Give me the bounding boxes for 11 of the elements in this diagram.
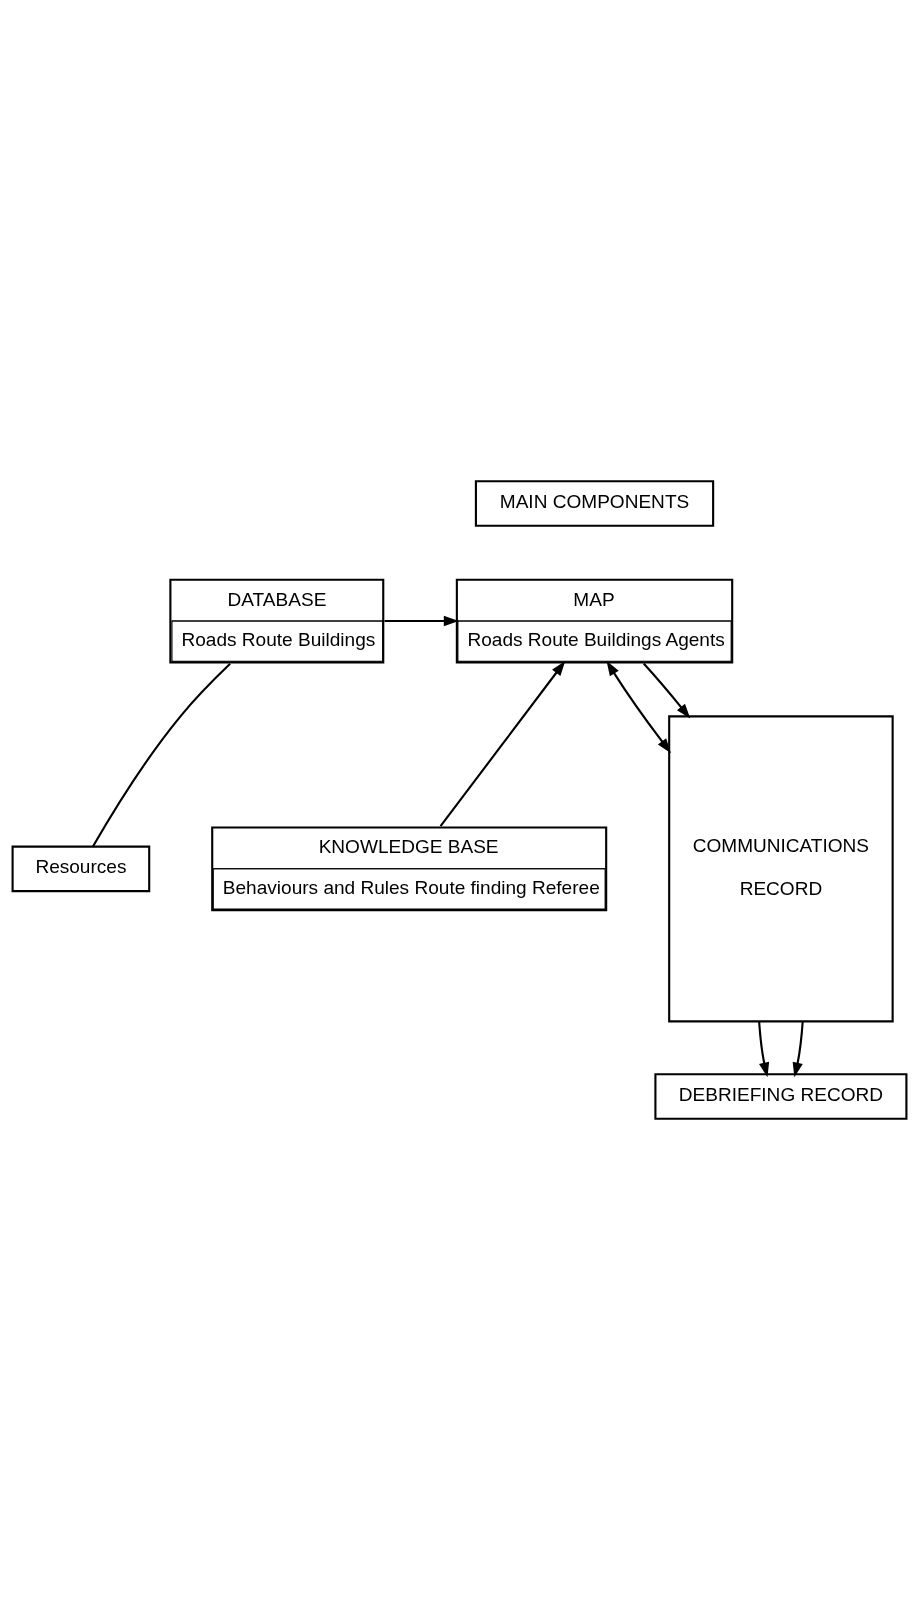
node-box: MAIN COMPONENTS xyxy=(474,480,715,527)
arrow xyxy=(606,660,671,754)
node-box: DEBRIEFING RECORD xyxy=(654,1073,908,1120)
node-box: COMMUNICATIONS RECORD xyxy=(668,715,894,1023)
connector xyxy=(92,663,231,847)
arrow xyxy=(384,615,459,627)
arrow xyxy=(792,1021,804,1078)
arrow xyxy=(642,662,691,719)
node-box: Resources xyxy=(11,845,151,893)
arrow xyxy=(758,1021,770,1078)
arrow xyxy=(439,660,566,827)
